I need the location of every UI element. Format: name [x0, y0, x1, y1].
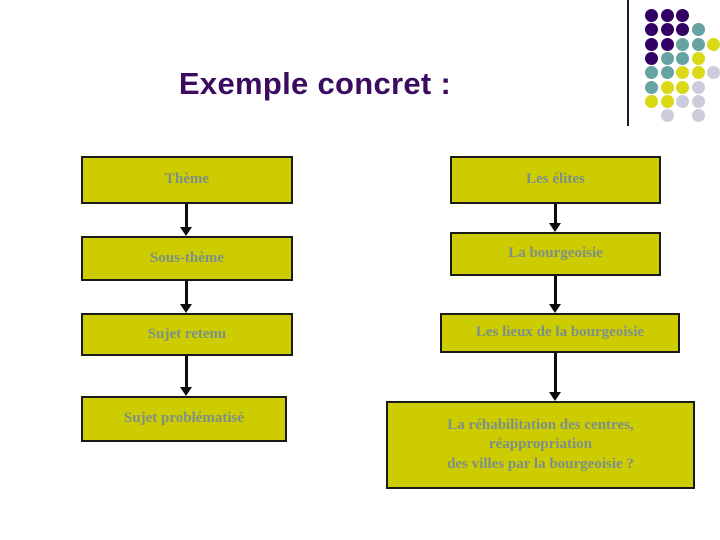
node-label-sous-theme: Sous-thème	[149, 249, 225, 266]
decorative-dot	[691, 94, 705, 108]
decorative-dot	[645, 9, 658, 22]
decorative-dot	[645, 66, 658, 80]
node-box-la-bourgeoisie[interactable]: La bourgeoisie	[450, 232, 661, 276]
decorative-dot	[645, 23, 658, 37]
decorative-dot	[691, 109, 705, 123]
decorative-dot	[676, 80, 689, 94]
node-box-problematique[interactable]: La réhabilitation des centres, réappropr…	[386, 401, 695, 489]
decorative-dot	[660, 66, 674, 80]
node-box-sujet-retenu[interactable]: Sujet retenu	[81, 313, 293, 356]
decorative-dot	[645, 37, 658, 51]
node-label-sujet-retenu: Sujet retenu	[147, 325, 227, 342]
decorative-dot	[676, 9, 689, 22]
arrow-la-bourgeoisie-to-les-lieux	[549, 276, 562, 313]
decorative-dot	[676, 23, 689, 37]
decorative-dot	[707, 37, 720, 51]
node-label-la-bourgeoisie: La bourgeoisie	[508, 245, 603, 262]
decorative-dot	[691, 51, 705, 65]
decorative-dot	[676, 51, 689, 65]
vertical-divider-rule	[627, 0, 629, 126]
dot-grid-decoration	[645, 9, 720, 124]
node-box-sujet-problematise[interactable]: Sujet problématisé	[81, 396, 287, 442]
decorative-dot	[660, 80, 674, 94]
decorative-dot	[691, 23, 705, 37]
node-box-les-elites[interactable]: Les élites	[450, 156, 661, 204]
arrow-sous-theme-to-sujet-retenu	[180, 281, 193, 313]
decorative-dot	[691, 37, 705, 51]
decorative-dot	[676, 94, 689, 108]
node-box-les-lieux[interactable]: Les lieux de la bourgeoisie	[440, 313, 680, 353]
decorative-dot	[676, 37, 689, 51]
decorative-dot	[645, 80, 658, 94]
decorative-dot	[660, 109, 674, 123]
page-title: Exemple concret :	[178, 66, 452, 101]
decorative-dot	[660, 51, 674, 65]
arrow-les-lieux-to-problematique	[549, 353, 562, 401]
node-label-theme: Thème	[164, 171, 210, 188]
decorative-dot	[691, 66, 705, 80]
decorative-dot	[645, 94, 658, 108]
arrow-theme-to-sous-theme	[180, 204, 193, 236]
node-label-problematique: La réhabilitation des centres, réappropr…	[447, 417, 634, 472]
decorative-dot	[660, 37, 674, 51]
node-label-les-elites: Les élites	[526, 171, 585, 188]
node-box-sous-theme[interactable]: Sous-thème	[81, 236, 293, 281]
decorative-dot	[660, 23, 674, 37]
decorative-dot	[660, 94, 674, 108]
decorative-dot	[676, 66, 689, 80]
decorative-dot	[645, 51, 658, 65]
node-box-theme[interactable]: Thème	[81, 156, 293, 204]
arrow-les-elites-to-la-bourgeoisie	[549, 204, 562, 232]
node-label-les-lieux: Les lieux de la bourgeoisie	[475, 324, 645, 341]
decorative-dot	[707, 66, 720, 80]
node-label-sujet-problematise: Sujet problématisé	[123, 410, 245, 427]
arrow-sujet-retenu-to-sujet-problematise	[180, 356, 193, 396]
decorative-dot	[691, 80, 705, 94]
decorative-dot	[660, 9, 674, 22]
